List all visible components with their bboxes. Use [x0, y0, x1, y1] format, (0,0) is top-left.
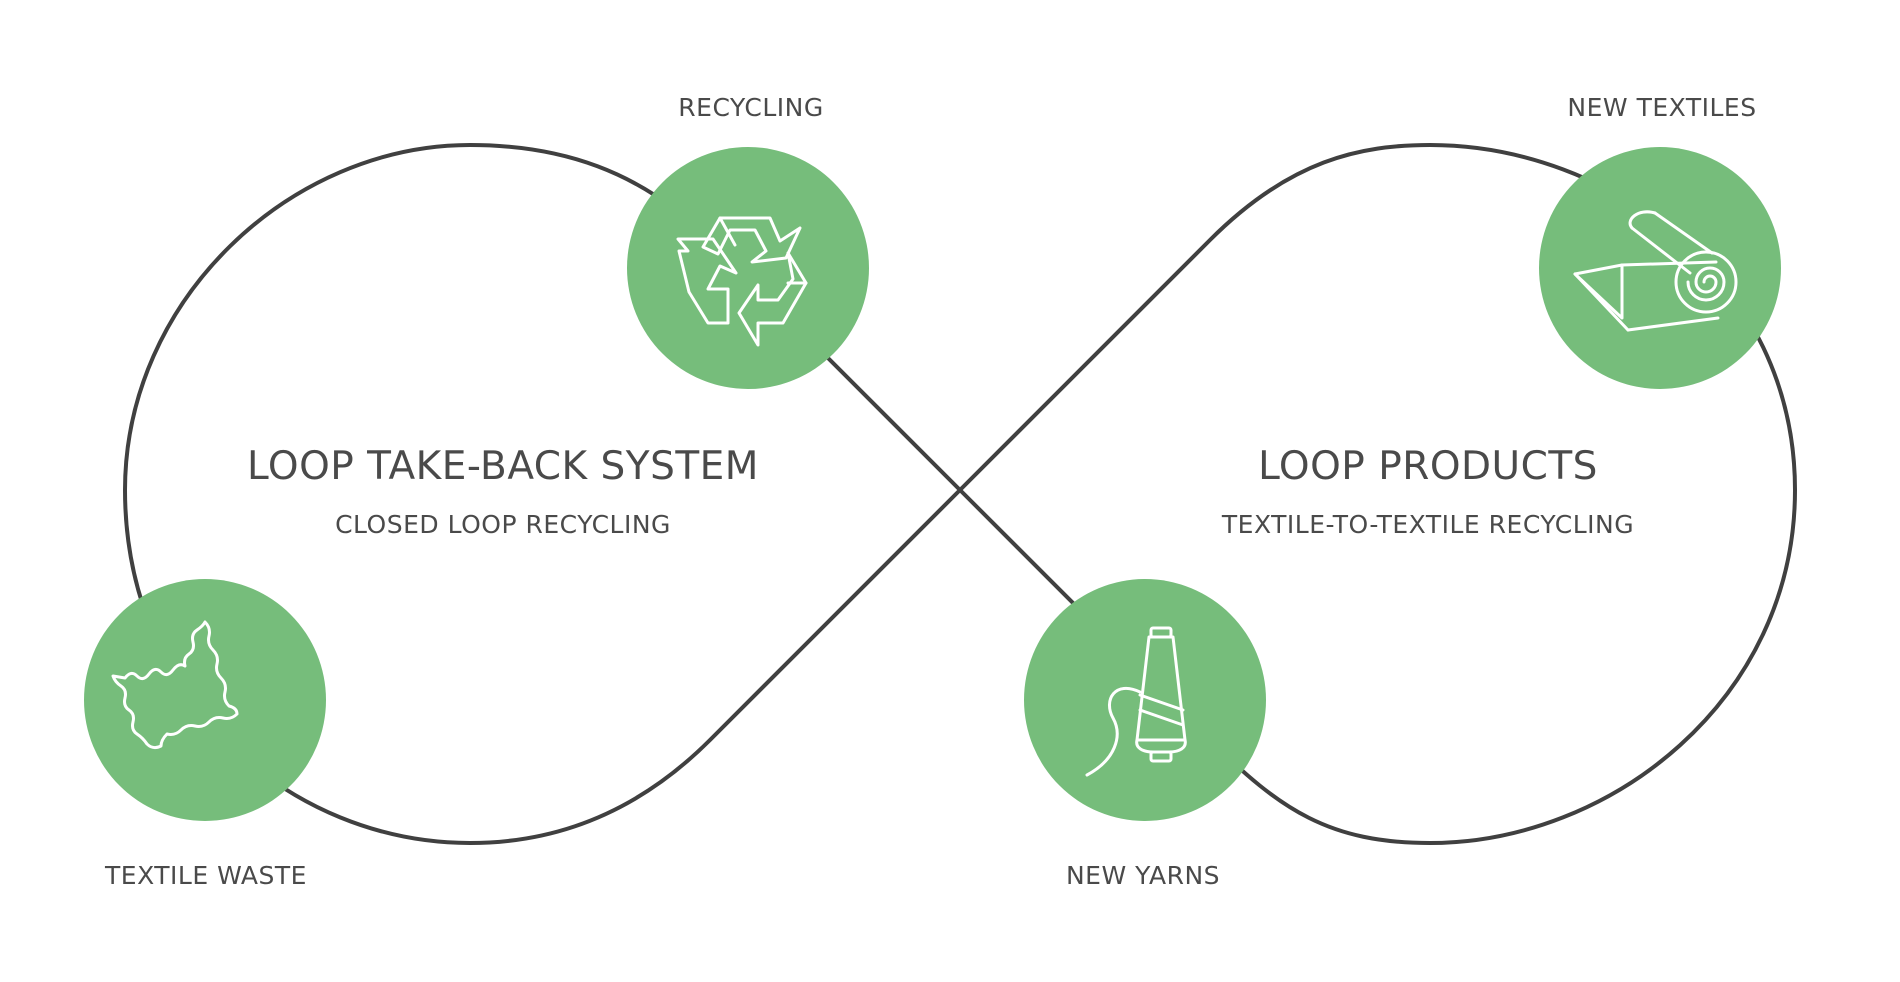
- loop-title-products: LOOP PRODUCTS: [1258, 444, 1598, 489]
- fabric-roll-icon: [1573, 210, 1738, 332]
- loop-subtitle-take-back: CLOSED LOOP RECYCLING: [335, 510, 671, 539]
- new-textiles-circle: [1539, 147, 1781, 389]
- node-label-recycling: RECYCLING: [678, 93, 824, 122]
- node-new-yarns: [1024, 579, 1266, 821]
- node-label-new-yarns: NEW YARNS: [1065, 861, 1221, 890]
- node-label-textile-waste: TEXTILE WASTE: [105, 861, 307, 890]
- recycling-circle: [627, 147, 869, 389]
- fabric-scrap-icon: [111, 620, 239, 750]
- yarn-spool-icon: [1085, 626, 1187, 777]
- new-yarns-circle: [1024, 579, 1266, 821]
- node-textile-waste: [84, 579, 326, 821]
- loop-title-take-back: LOOP TAKE-BACK SYSTEM: [247, 444, 759, 489]
- loop-subtitle-products: TEXTILE-TO-TEXTILE RECYCLING: [1221, 510, 1635, 539]
- node-label-new-textiles: NEW TEXTILES: [1567, 93, 1757, 122]
- node-recycling: [627, 147, 869, 389]
- textile-waste-circle: [84, 579, 326, 821]
- node-new-textiles: [1539, 147, 1781, 389]
- recycle-icon: [676, 216, 808, 347]
